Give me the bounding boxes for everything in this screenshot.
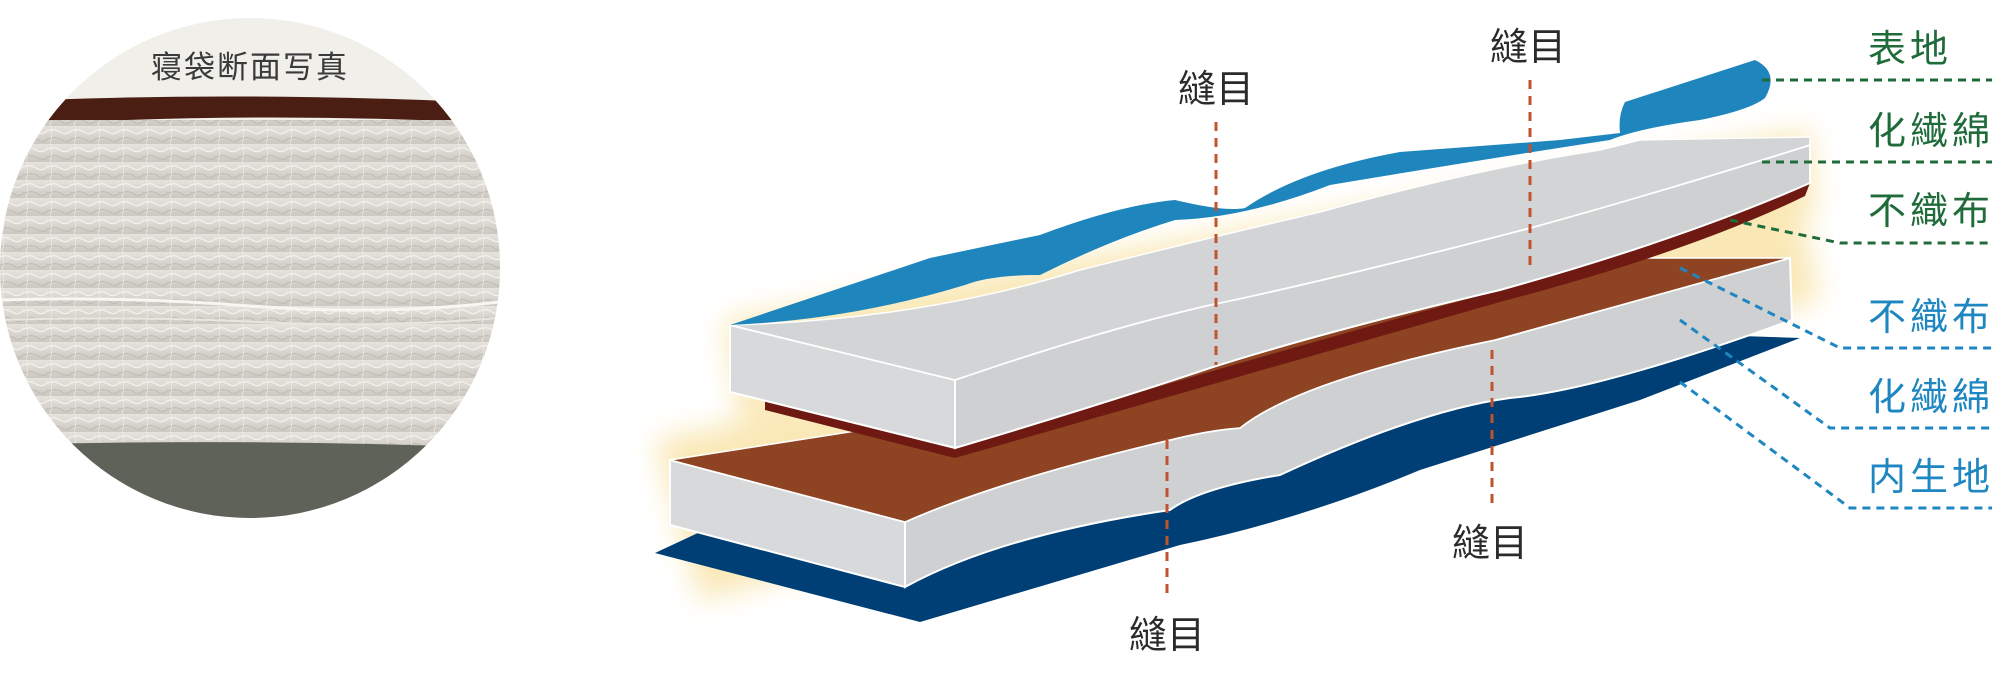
layer-label-lower-batting: 化繊綿 — [1868, 375, 1992, 419]
seam-label-bottom-right: 縫目 — [1452, 521, 1528, 565]
outer-fabric-layer — [730, 60, 1771, 325]
seam-label-bottom-left: 縫目 — [1129, 613, 1205, 657]
upper-nonwoven-layer — [765, 183, 1810, 458]
layer-label-upper-batting: 化繊綿 — [1868, 109, 1992, 153]
cross-section-photo — [0, 18, 500, 518]
photo-title: 寝袋断面写真 — [151, 50, 349, 86]
layer-label-upper-nonwoven: 不織布 — [1868, 189, 1992, 233]
layer-diagram — [655, 60, 1820, 622]
seam-label-top-right: 縫目 — [1490, 25, 1566, 69]
layer-label-inner-fabric: 内生地 — [1868, 455, 1992, 499]
upper-batting-top — [729, 136, 1811, 381]
lower-leader-lines — [1679, 266, 1992, 510]
layer-label-lower-nonwoven: 不織布 — [1868, 295, 1992, 339]
leader-upper-nonwoven — [1729, 218, 1992, 245]
seam-lines — [1165, 80, 1532, 595]
leader-inner-fabric — [1679, 380, 1992, 510]
seam-label-top-left: 縫目 — [1178, 67, 1254, 111]
upper-leader-lines — [1729, 78, 1992, 245]
leader-lower-nonwoven — [1679, 266, 1992, 350]
leader-lower-batting — [1679, 318, 1992, 430]
layer-label-outer-fabric: 表地 — [1868, 27, 1952, 71]
